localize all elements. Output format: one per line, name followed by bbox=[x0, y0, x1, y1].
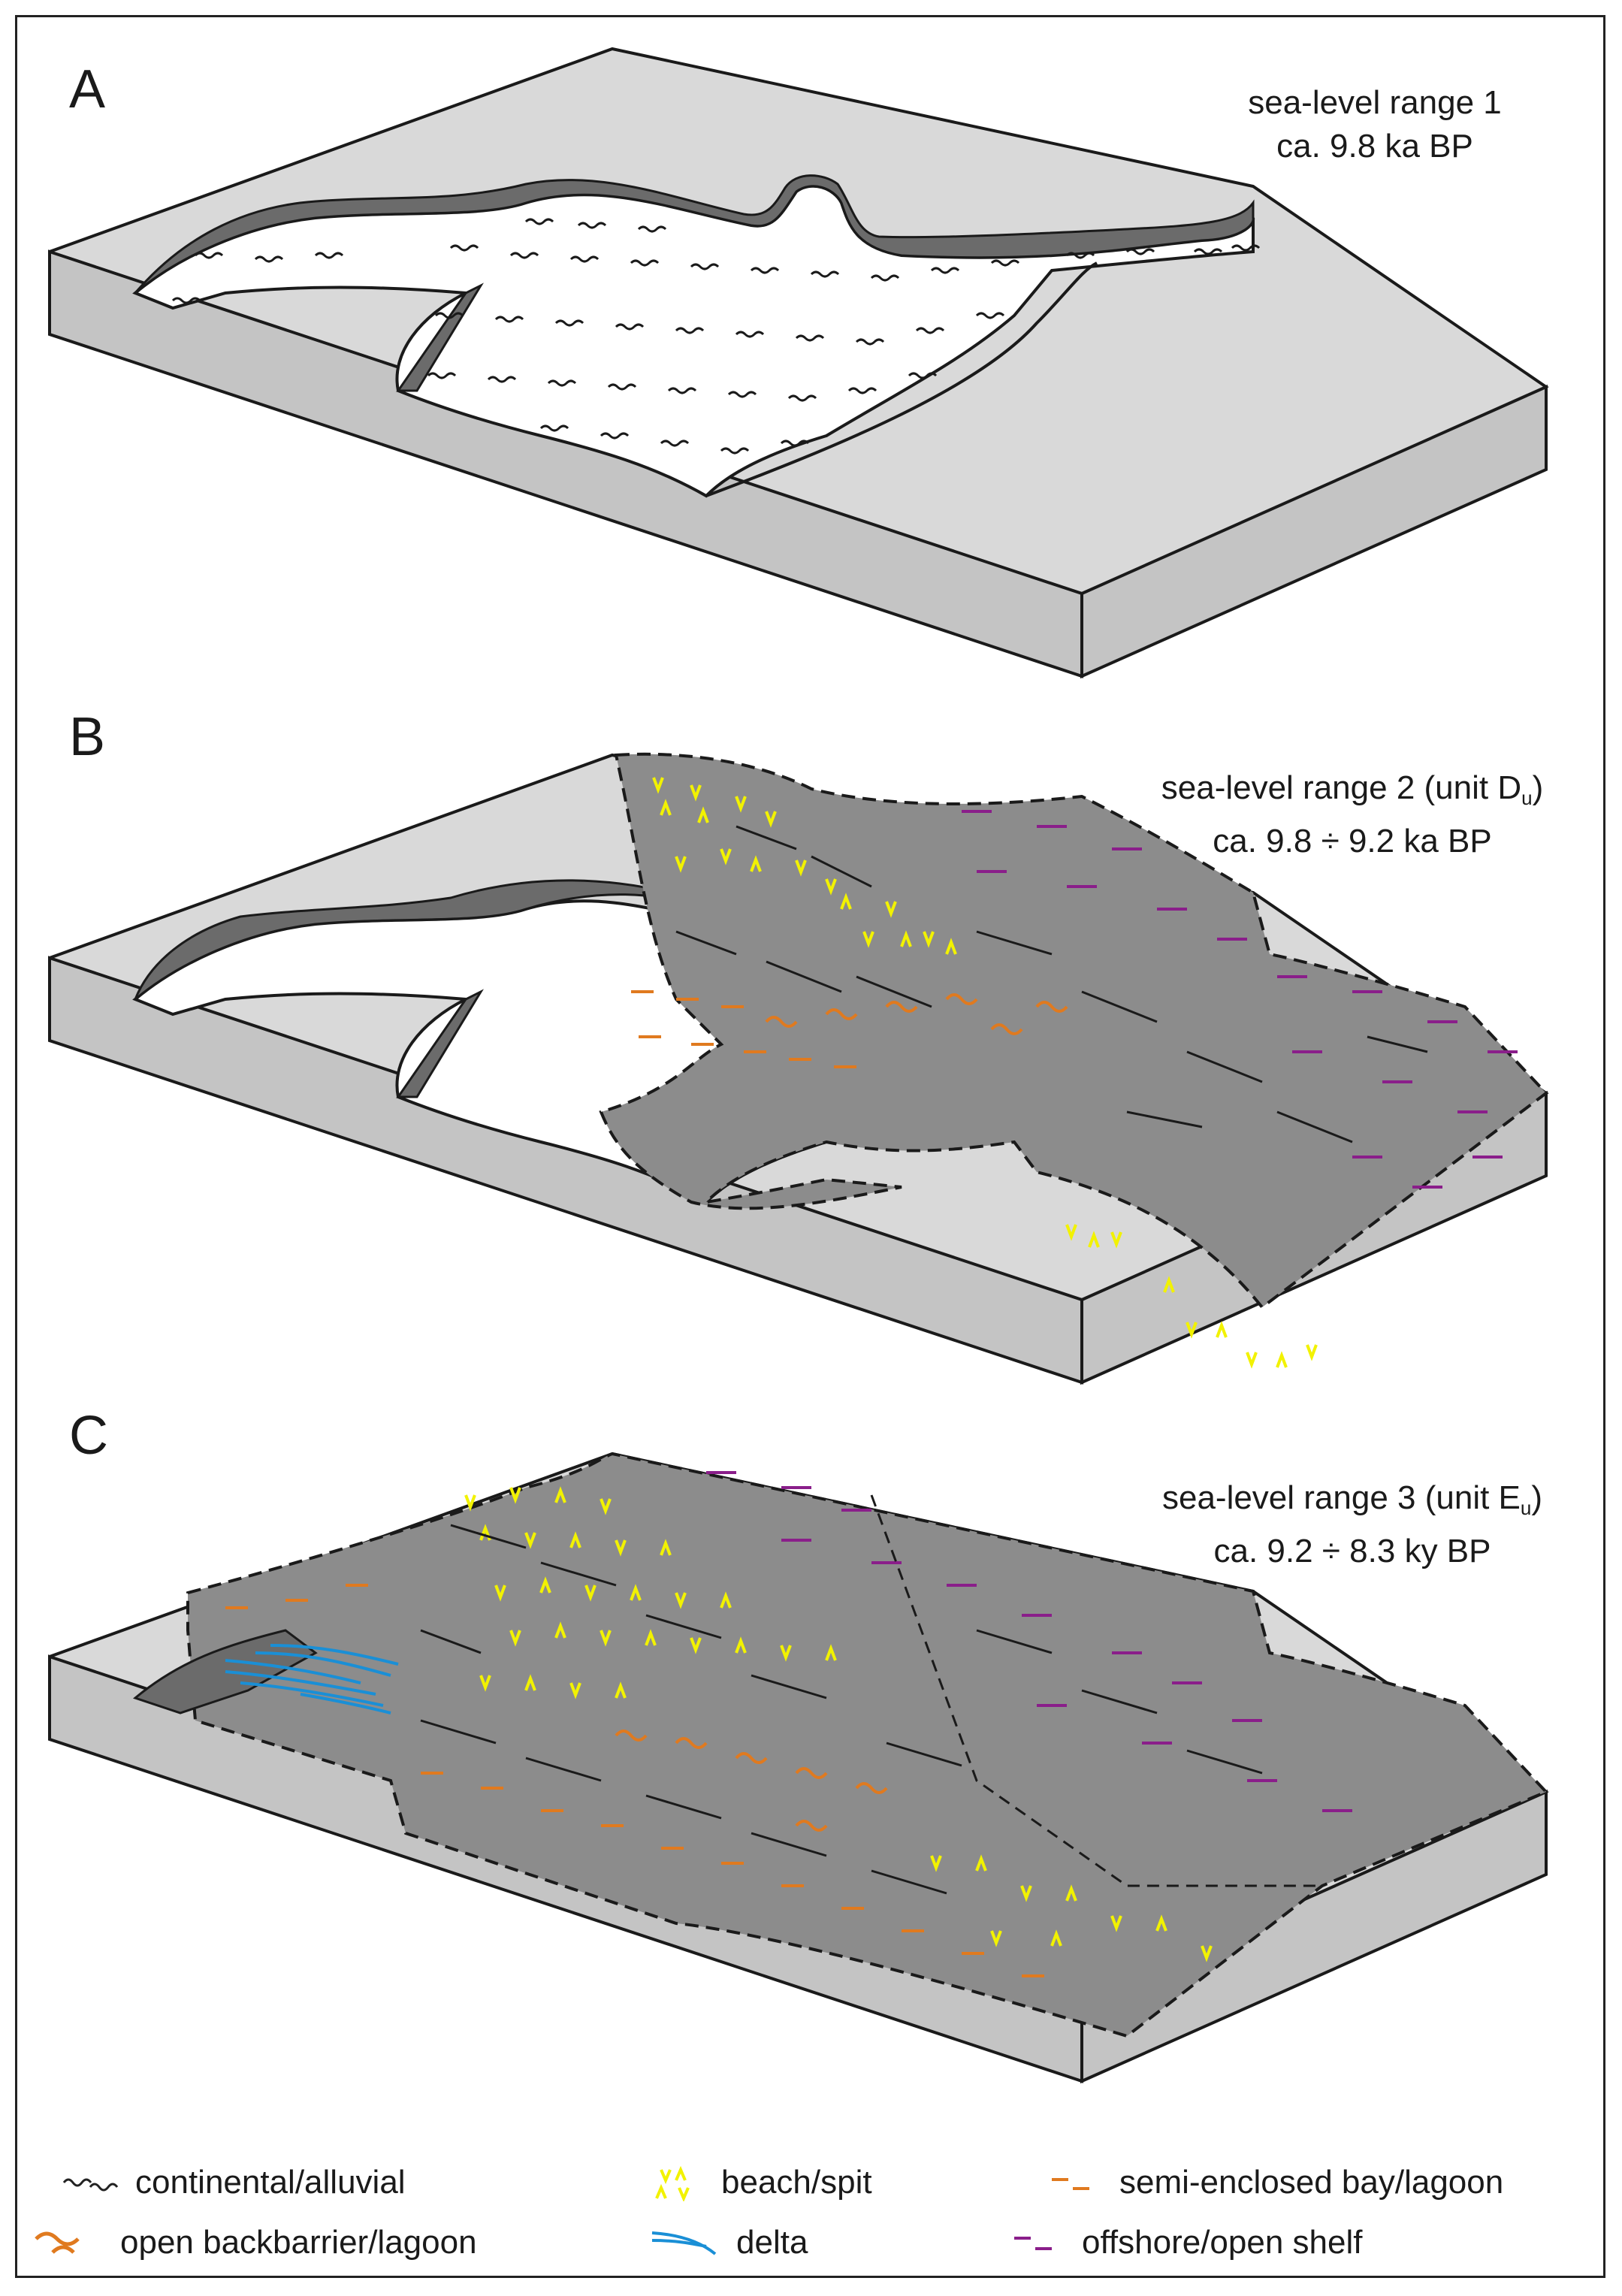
legend-label-continental: continental/alluvial bbox=[135, 2164, 406, 2201]
delta-lines-symbol-icon bbox=[646, 2224, 721, 2261]
panel-b-caption-close: ) bbox=[1533, 769, 1544, 806]
panel-a-letter: A bbox=[69, 59, 105, 120]
legend-item-delta: delta bbox=[646, 2224, 808, 2261]
panel-c-unit-sub: u bbox=[1521, 1497, 1531, 1519]
panel-c-caption-close: ) bbox=[1531, 1479, 1542, 1516]
legend-label-backbarrier: open backbarrier/lagoon bbox=[120, 2224, 477, 2261]
legend-label-semi-bay: semi-enclosed bay/lagoon bbox=[1119, 2164, 1503, 2201]
panel-a-caption: sea-level range 1 ca. 9.8 ka BP bbox=[1217, 81, 1533, 168]
panel-c-caption-prefix: sea-level range 3 (unit E bbox=[1162, 1479, 1521, 1516]
panel-c-caption-line2: ca. 9.2 ÷ 8.3 ky BP bbox=[1119, 1530, 1585, 1573]
panel-b-unit-sub: u bbox=[1521, 787, 1532, 809]
legend: continental/alluvial beach/spit semi-enc… bbox=[0, 2164, 1622, 2276]
panel-c-caption: sea-level range 3 (unit Eu) ca. 9.2 ÷ 8.… bbox=[1119, 1476, 1585, 1573]
wave-symbol-icon bbox=[30, 2224, 105, 2261]
panel-b-letter: B bbox=[69, 706, 105, 768]
panel-b-caption: sea-level range 2 (unit Du) ca. 9.8 ÷ 9.… bbox=[1112, 766, 1593, 863]
panel-b-caption-line1: sea-level range 2 (unit Du) bbox=[1112, 766, 1593, 820]
panel-c-caption-line1: sea-level range 3 (unit Eu) bbox=[1119, 1476, 1585, 1530]
panel-c: C sea-level range 3 (unit Eu) ca. 9.2 ÷ … bbox=[0, 1405, 1622, 2156]
dash-symbol-icon bbox=[1044, 2168, 1104, 2198]
legend-item-semi-bay: semi-enclosed bay/lagoon bbox=[1044, 2164, 1503, 2201]
panel-b-caption-prefix: sea-level range 2 (unit D bbox=[1161, 769, 1521, 806]
legend-item-offshore: offshore/open shelf bbox=[1007, 2224, 1362, 2261]
dash-symbol-icon bbox=[1007, 2228, 1067, 2258]
legend-item-continental: continental/alluvial bbox=[60, 2164, 406, 2201]
panel-b: B sea-level range 2 (unit Du) ca. 9.8 ÷ … bbox=[0, 706, 1622, 1397]
panel-a-caption-line2: ca. 9.8 ka BP bbox=[1217, 125, 1533, 168]
panel-a-caption-line1: sea-level range 1 bbox=[1217, 81, 1533, 125]
legend-label-delta: delta bbox=[736, 2224, 808, 2261]
legend-label-offshore: offshore/open shelf bbox=[1082, 2224, 1362, 2261]
v-symbol-icon bbox=[646, 2164, 706, 2201]
legend-item-backbarrier: open backbarrier/lagoon bbox=[30, 2224, 477, 2261]
panel-b-caption-line2: ca. 9.8 ÷ 9.2 ka BP bbox=[1112, 820, 1593, 863]
legend-item-beach: beach/spit bbox=[646, 2164, 872, 2201]
panel-c-letter: C bbox=[69, 1405, 108, 1467]
wavy-symbol-icon bbox=[60, 2168, 120, 2198]
panel-a: A sea-level range 1 ca. 9.8 ka BP bbox=[0, 0, 1622, 699]
legend-label-beach: beach/spit bbox=[721, 2164, 872, 2201]
